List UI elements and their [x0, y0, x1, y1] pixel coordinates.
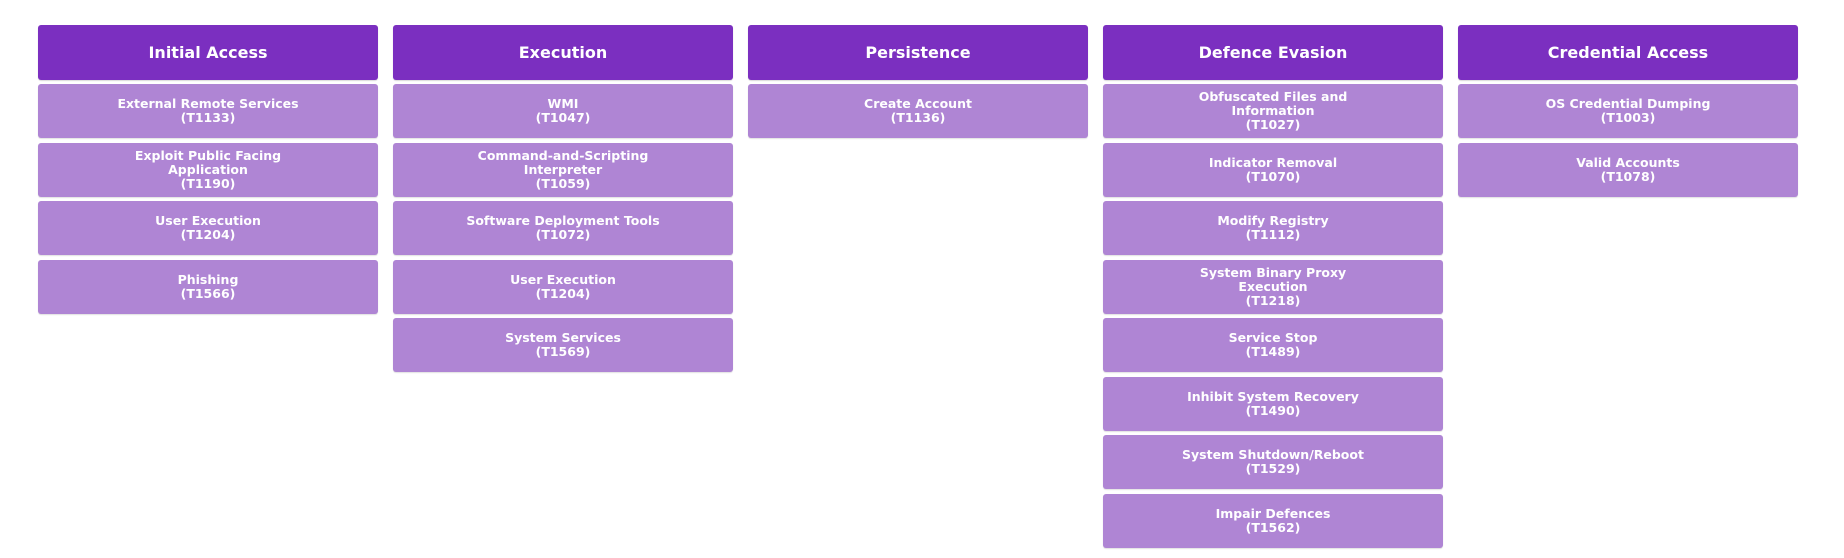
technique-id: (T1047): [535, 110, 591, 125]
technique-id: (T1003): [1600, 110, 1656, 125]
technique-name: System Shutdown/Reboot: [1182, 447, 1364, 462]
technique-name: Valid Accounts: [1576, 154, 1680, 170]
technique-cell: Service Stop(T1489): [1103, 318, 1443, 372]
technique-id: (T1059): [535, 175, 591, 191]
technique-name: Application: [168, 161, 248, 177]
technique-id: (T1133): [180, 110, 236, 125]
technique-id: (T1204): [535, 285, 591, 301]
technique-name: System Services: [505, 330, 621, 345]
technique-name: Information: [1231, 103, 1315, 118]
technique-id: (T1136): [890, 110, 946, 125]
technique-cell: Software Deployment Tools(T1072): [393, 201, 733, 255]
technique-id: (T1204): [180, 227, 236, 242]
technique-cell: User Execution(T1204): [38, 201, 378, 255]
tactic-header: Initial Access: [38, 25, 378, 80]
technique-name: Inhibit System Recovery: [1187, 388, 1359, 404]
technique-name: Execution: [1238, 278, 1308, 294]
technique-name: Modify Registry: [1217, 213, 1329, 228]
technique-name: WMI: [547, 96, 579, 111]
technique-name: Service Stop: [1228, 330, 1318, 345]
technique-cell: Phishing(T1566): [38, 259, 378, 314]
tactic-header: Credential Access: [1458, 25, 1798, 80]
technique-name: Indicator Removal: [1208, 154, 1338, 170]
technique-id: (T1112): [1245, 227, 1301, 242]
technique-id: (T1529): [1245, 461, 1301, 476]
technique-cell: User Execution(T1204): [393, 259, 733, 314]
technique-name: Phishing: [177, 271, 239, 287]
technique-name: Interpreter: [523, 161, 603, 177]
technique-name: Command-and-Scripting: [477, 147, 649, 163]
technique-cell: Valid Accounts(T1078): [1458, 142, 1798, 197]
technique-name: User Execution: [510, 271, 616, 287]
technique-id: (T1569): [535, 344, 591, 359]
technique-name: External Remote Services: [117, 96, 299, 111]
technique-id: (T1078): [1600, 168, 1656, 184]
technique-cell: External Remote Services(T1133): [38, 84, 378, 138]
technique-cell: OS Credential Dumping(T1003): [1458, 84, 1798, 138]
technique-name: OS Credential Dumping: [1545, 96, 1711, 111]
technique-name: Software Deployment Tools: [466, 213, 660, 228]
technique-cell: WMI(T1047): [393, 84, 733, 138]
technique-id: (T1190): [180, 175, 236, 191]
tactic-header: Persistence: [748, 25, 1088, 80]
technique-id: (T1027): [1245, 117, 1301, 132]
tactic-header: Execution: [393, 25, 733, 80]
tactic-header: Defence Evasion: [1103, 25, 1443, 80]
technique-id: (T1490): [1245, 402, 1301, 418]
technique-name: Obfuscated Files and: [1198, 89, 1348, 104]
technique-id: (T1562): [1245, 519, 1301, 535]
technique-id: (T1489): [1245, 344, 1301, 359]
technique-cell: Create Account(T1136): [748, 84, 1088, 138]
technique-cell: Impair Defences(T1562): [1103, 493, 1443, 548]
technique-id: (T1218): [1245, 292, 1301, 308]
technique-name: User Execution: [155, 213, 261, 228]
technique-list: Create Account(T1136): [748, 84, 1088, 138]
technique-name: System Binary Proxy: [1199, 264, 1347, 280]
technique-list: External Remote Services(T1133)Exploit P…: [38, 84, 378, 314]
technique-cell: Modify Registry(T1112): [1103, 201, 1443, 255]
technique-name: Impair Defences: [1215, 505, 1331, 521]
technique-name: Exploit Public Facing: [134, 147, 282, 163]
technique-id: (T1070): [1245, 168, 1301, 184]
technique-cell: System Shutdown/Reboot(T1529): [1103, 435, 1443, 489]
technique-name: Create Account: [864, 96, 972, 111]
technique-cell: System Services(T1569): [393, 318, 733, 372]
technique-cell: Inhibit System Recovery(T1490): [1103, 376, 1443, 431]
technique-list: OS Credential Dumping(T1003)Valid Accoun…: [1458, 84, 1798, 197]
technique-cell: Indicator Removal(T1070): [1103, 142, 1443, 197]
technique-id: (T1072): [535, 227, 591, 242]
technique-id: (T1566): [180, 285, 236, 301]
